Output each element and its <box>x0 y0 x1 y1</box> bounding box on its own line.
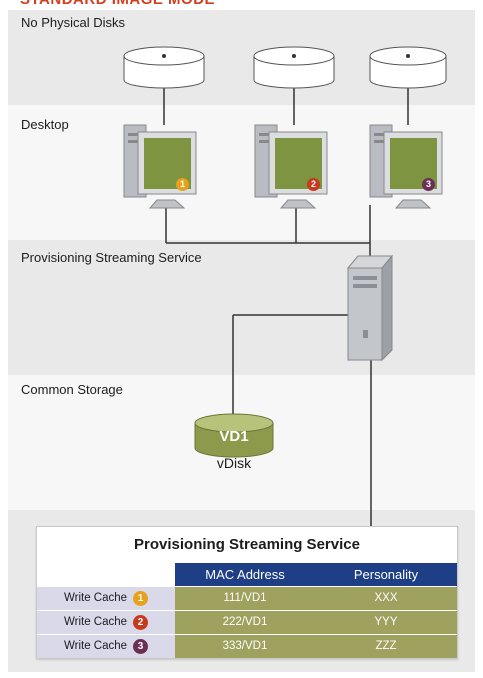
vdisk-caption: vDisk <box>216 455 252 471</box>
desktop-badge-2: 2 <box>307 178 320 191</box>
table-title: Provisioning Streaming Service <box>134 536 360 553</box>
disk-icon-1 <box>123 46 205 89</box>
table-header-mac: MAC Address <box>175 563 315 586</box>
desktop-badge-1: 1 <box>176 178 189 191</box>
desktop-computer-icon-3 <box>369 124 443 209</box>
row-personality: YYY <box>315 610 457 634</box>
pss-table: Provisioning Streaming Service MAC Addre… <box>36 526 458 659</box>
write-cache-badge-1: 1 <box>133 591 149 606</box>
table-row: Write Cache 1 111/VD1 XXX <box>37 586 457 610</box>
section-label-desktop: Desktop <box>21 117 69 132</box>
server-icon <box>346 254 394 362</box>
write-cache-badge-3: 3 <box>133 639 149 654</box>
row-mac: 333/VD1 <box>175 634 315 658</box>
row-label-text: Write Cache <box>63 616 128 628</box>
table-header-personality: Personality <box>315 563 457 586</box>
table-row: Write Cache 3 333/VD1 ZZZ <box>37 634 457 658</box>
section-label-pss: Provisioning Streaming Service <box>21 250 202 265</box>
desktop-computer-icon-1 <box>123 124 197 209</box>
connector-lines <box>163 70 409 528</box>
row-label-text: Write Cache <box>63 640 128 652</box>
desktop-badge-3: 3 <box>422 178 435 191</box>
row-label: Write Cache 2 <box>37 610 175 634</box>
write-cache-badge-2: 2 <box>133 615 149 630</box>
desktop-computer-icon-2 <box>254 124 328 209</box>
table-header-blank <box>37 563 175 586</box>
section-label-storage: Common Storage <box>21 382 123 397</box>
disk-icon-2 <box>253 46 335 89</box>
table-row: Write Cache 2 222/VD1 YYY <box>37 610 457 634</box>
table-grid: MAC Address Personality <box>37 563 457 586</box>
section-label-physical: No Physical Disks <box>21 15 126 30</box>
vdisk-icon <box>194 413 274 458</box>
page-title: STANDARD IMAGE MODE <box>20 0 215 8</box>
row-label: Write Cache 3 <box>37 634 175 658</box>
vdisk-label: VD1 <box>219 428 249 445</box>
pss-band <box>8 240 475 375</box>
row-personality: ZZZ <box>315 634 457 658</box>
disk-icon-3 <box>369 46 447 89</box>
row-mac: 222/VD1 <box>175 610 315 634</box>
row-label: Write Cache 1 <box>37 586 175 610</box>
row-mac: 111/VD1 <box>175 586 315 610</box>
row-personality: XXX <box>315 586 457 610</box>
row-label-text: Write Cache <box>63 592 128 604</box>
